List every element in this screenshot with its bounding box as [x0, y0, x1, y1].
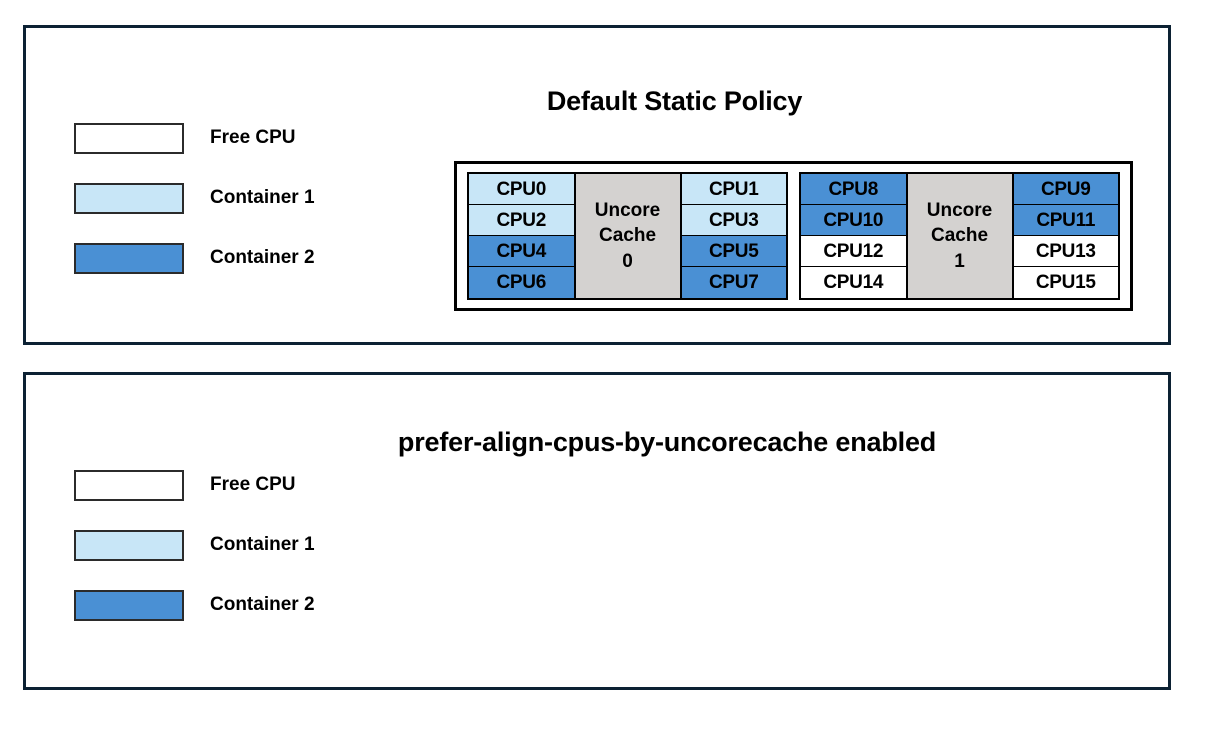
cpu-topology-diagram: CPU0 CPU2 CPU4 CPU6 Uncore Cache 0 CPU1 … — [454, 161, 1133, 311]
cpu-column-left: CPU8 CPU10 CPU12 CPU14 — [800, 173, 907, 299]
legend-item-free-cpu: Free CPU — [74, 455, 404, 515]
legend-swatch-free-cpu — [74, 469, 184, 501]
cpu-cell: CPU9 — [1012, 173, 1119, 206]
cpu-cell: CPU5 — [680, 235, 787, 268]
legend-label-free-cpu: Free CPU — [210, 474, 296, 495]
legend-item-container-1: Container 1 — [74, 168, 404, 228]
cpu-column-right: CPU9 CPU11 CPU13 CPU15 — [1012, 173, 1119, 299]
cpu-cell: CPU1 — [680, 173, 787, 206]
panel-prefer-align-cpus-by-uncorecache: prefer-align-cpus-by-uncorecache enabled… — [23, 372, 1171, 690]
uncore-cache-index: 1 — [954, 250, 965, 272]
cpu-cell: CPU12 — [800, 235, 907, 268]
cpu-cell: CPU6 — [468, 266, 575, 299]
cpu-cell: CPU13 — [1012, 235, 1119, 268]
legend-label-free-cpu: Free CPU — [210, 127, 296, 148]
cpu-cell: CPU2 — [468, 204, 575, 237]
uncore-cache-line-1: Uncore — [926, 200, 993, 222]
cpu-cell: CPU0 — [468, 173, 575, 206]
legend-item-container-1: Container 1 — [74, 515, 404, 575]
legend-label-container-1: Container 1 — [210, 534, 315, 555]
cpu-cell: CPU15 — [1012, 266, 1119, 299]
legend-default-static-policy: Free CPU Container 1 Container 2 — [74, 108, 404, 288]
uncore-cache-group-0: CPU0 CPU2 CPU4 CPU6 Uncore Cache 0 CPU1 … — [467, 172, 788, 300]
legend-item-container-2: Container 2 — [74, 575, 404, 635]
uncore-cache-line-2: Cache — [930, 225, 989, 247]
legend-swatch-container-2 — [74, 589, 184, 621]
cpu-cell: CPU11 — [1012, 204, 1119, 237]
legend-swatch-container-1 — [74, 182, 184, 214]
legend-label-container-2: Container 2 — [210, 247, 315, 268]
uncore-cache-block: Uncore Cache 0 — [573, 174, 682, 298]
panel-default-static-policy: Default Static Policy Free CPU Container… — [23, 25, 1171, 345]
cpu-column-left: CPU0 CPU2 CPU4 CPU6 — [468, 173, 575, 299]
cpu-column-right: CPU1 CPU3 CPU5 CPU7 — [680, 173, 787, 299]
uncore-cache-block: Uncore Cache 1 — [905, 174, 1014, 298]
legend-swatch-container-1 — [74, 529, 184, 561]
legend-label-container-2: Container 2 — [210, 594, 315, 615]
uncore-cache-line-1: Uncore — [594, 200, 661, 222]
legend-swatch-container-2 — [74, 242, 184, 274]
legend-item-container-2: Container 2 — [74, 228, 404, 288]
uncore-cache-line-2: Cache — [598, 225, 657, 247]
cpu-cell: CPU8 — [800, 173, 907, 206]
page-title: Default Static Policy — [546, 86, 803, 116]
cpu-cell: CPU4 — [468, 235, 575, 268]
legend-label-container-1: Container 1 — [210, 187, 315, 208]
legend-prefer-align-cpus-by-uncorecache: Free CPU Container 1 Container 2 — [74, 455, 404, 635]
cpu-cell: CPU3 — [680, 204, 787, 237]
uncore-cache-group-1: CPU8 CPU10 CPU12 CPU14 Uncore Cache 1 CP… — [799, 172, 1120, 300]
legend-swatch-free-cpu — [74, 122, 184, 154]
cpu-cell: CPU10 — [800, 204, 907, 237]
page-title: prefer-align-cpus-by-uncorecache enabled — [397, 427, 937, 457]
cpu-cell: CPU7 — [680, 266, 787, 299]
legend-item-free-cpu: Free CPU — [74, 108, 404, 168]
uncore-cache-index: 0 — [622, 250, 633, 272]
cpu-cell: CPU14 — [800, 266, 907, 299]
